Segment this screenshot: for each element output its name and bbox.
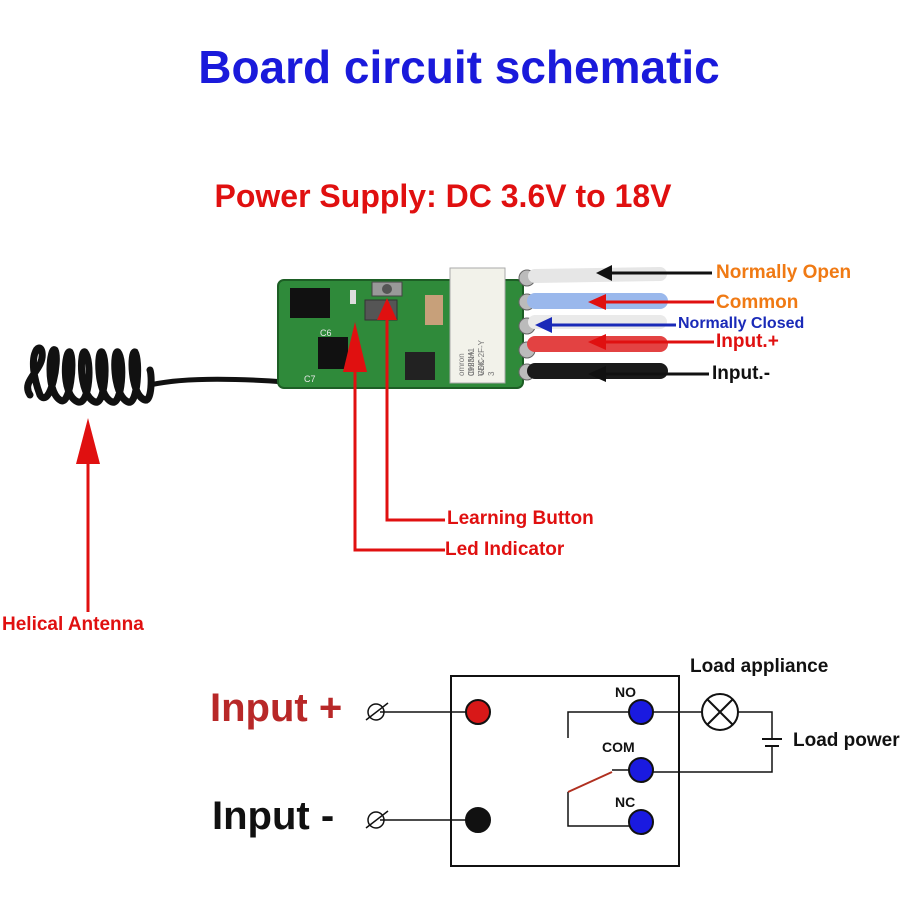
wire-bundle — [527, 267, 668, 379]
power-supply-label: Power Supply: DC 3.6V to 18V — [214, 178, 672, 214]
led-indicator-part — [350, 290, 356, 304]
no-label: NO — [615, 684, 636, 700]
diagram-title: Board circuit schematic — [198, 41, 720, 93]
pcb-board — [277, 267, 536, 389]
input-plus-wire-label: Input.+ — [716, 331, 779, 352]
input-minus-terminal — [465, 807, 491, 833]
pcb-silkscreen-label: C6 — [320, 328, 332, 338]
pcb-silkscreen-label: C7 — [304, 374, 316, 384]
com-label: COM — [602, 739, 635, 755]
learning-button-label: Learning Button — [447, 508, 594, 529]
led-indicator-label: Led Indicator — [445, 539, 565, 560]
relay-marking: CHINA — [467, 350, 476, 376]
helical-antenna-label: Helical Antenna — [2, 614, 144, 635]
load-appliance-label: Load appliance — [690, 656, 829, 677]
com-terminal — [628, 757, 654, 783]
schematic-input-minus-label: Input - — [212, 794, 335, 838]
input-minus-wire-label: Input.- — [712, 363, 771, 384]
schematic-input-plus-label: Input + — [210, 686, 343, 730]
nc-terminal — [628, 809, 654, 835]
helical-antenna — [24, 344, 286, 406]
board-pointer-arrows — [76, 298, 445, 612]
normally-closed-label: Normally Closed — [678, 315, 805, 332]
wire-arrows — [535, 265, 714, 382]
relay-marking: G5K-2F-Y — [477, 339, 486, 376]
relay-schematic — [365, 675, 782, 867]
relay — [449, 267, 506, 384]
relay-marking: 3 — [487, 371, 496, 376]
no-terminal — [628, 699, 654, 725]
nc-label: NC — [615, 794, 636, 810]
relay-marking: omron — [457, 353, 466, 376]
input-plus-terminal — [465, 699, 491, 725]
load-power-label: Load power — [793, 730, 900, 751]
normally-open-label: Normally Open — [716, 262, 852, 283]
relay-marking: 0923H1 — [467, 347, 476, 376]
relay-marking: VDC — [477, 359, 486, 376]
common-label: Common — [716, 292, 799, 313]
